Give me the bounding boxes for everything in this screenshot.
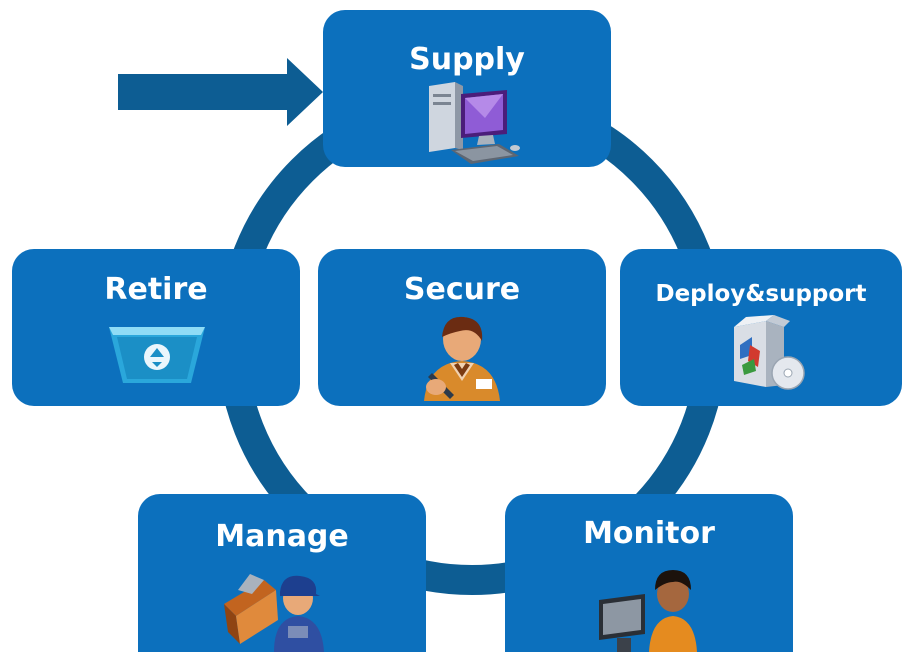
software-box-cd-icon	[734, 315, 805, 390]
monitor-node: Monitor	[505, 494, 793, 652]
supply-node: Supply	[323, 10, 611, 167]
recycle-bin-icon	[109, 327, 205, 383]
secure-label: Secure	[403, 272, 521, 307]
user-signing-icon	[424, 316, 500, 401]
user-at-monitor-icon	[599, 570, 697, 652]
technician-toolbox-icon	[224, 574, 324, 652]
entry-arrow	[118, 58, 323, 126]
retire-node: Retire	[12, 249, 300, 406]
retire-label: Retire	[104, 272, 208, 307]
deploy-support-label: Deploy&support	[655, 281, 867, 307]
computer-workstation-icon	[429, 82, 520, 164]
deploy-support-node: Deploy&support	[620, 249, 902, 406]
supply-label: Supply	[409, 42, 525, 77]
manage-label: Manage	[215, 519, 349, 554]
secure-node: Secure	[318, 249, 606, 406]
manage-node: Manage	[138, 494, 426, 652]
monitor-label: Monitor	[583, 516, 715, 551]
